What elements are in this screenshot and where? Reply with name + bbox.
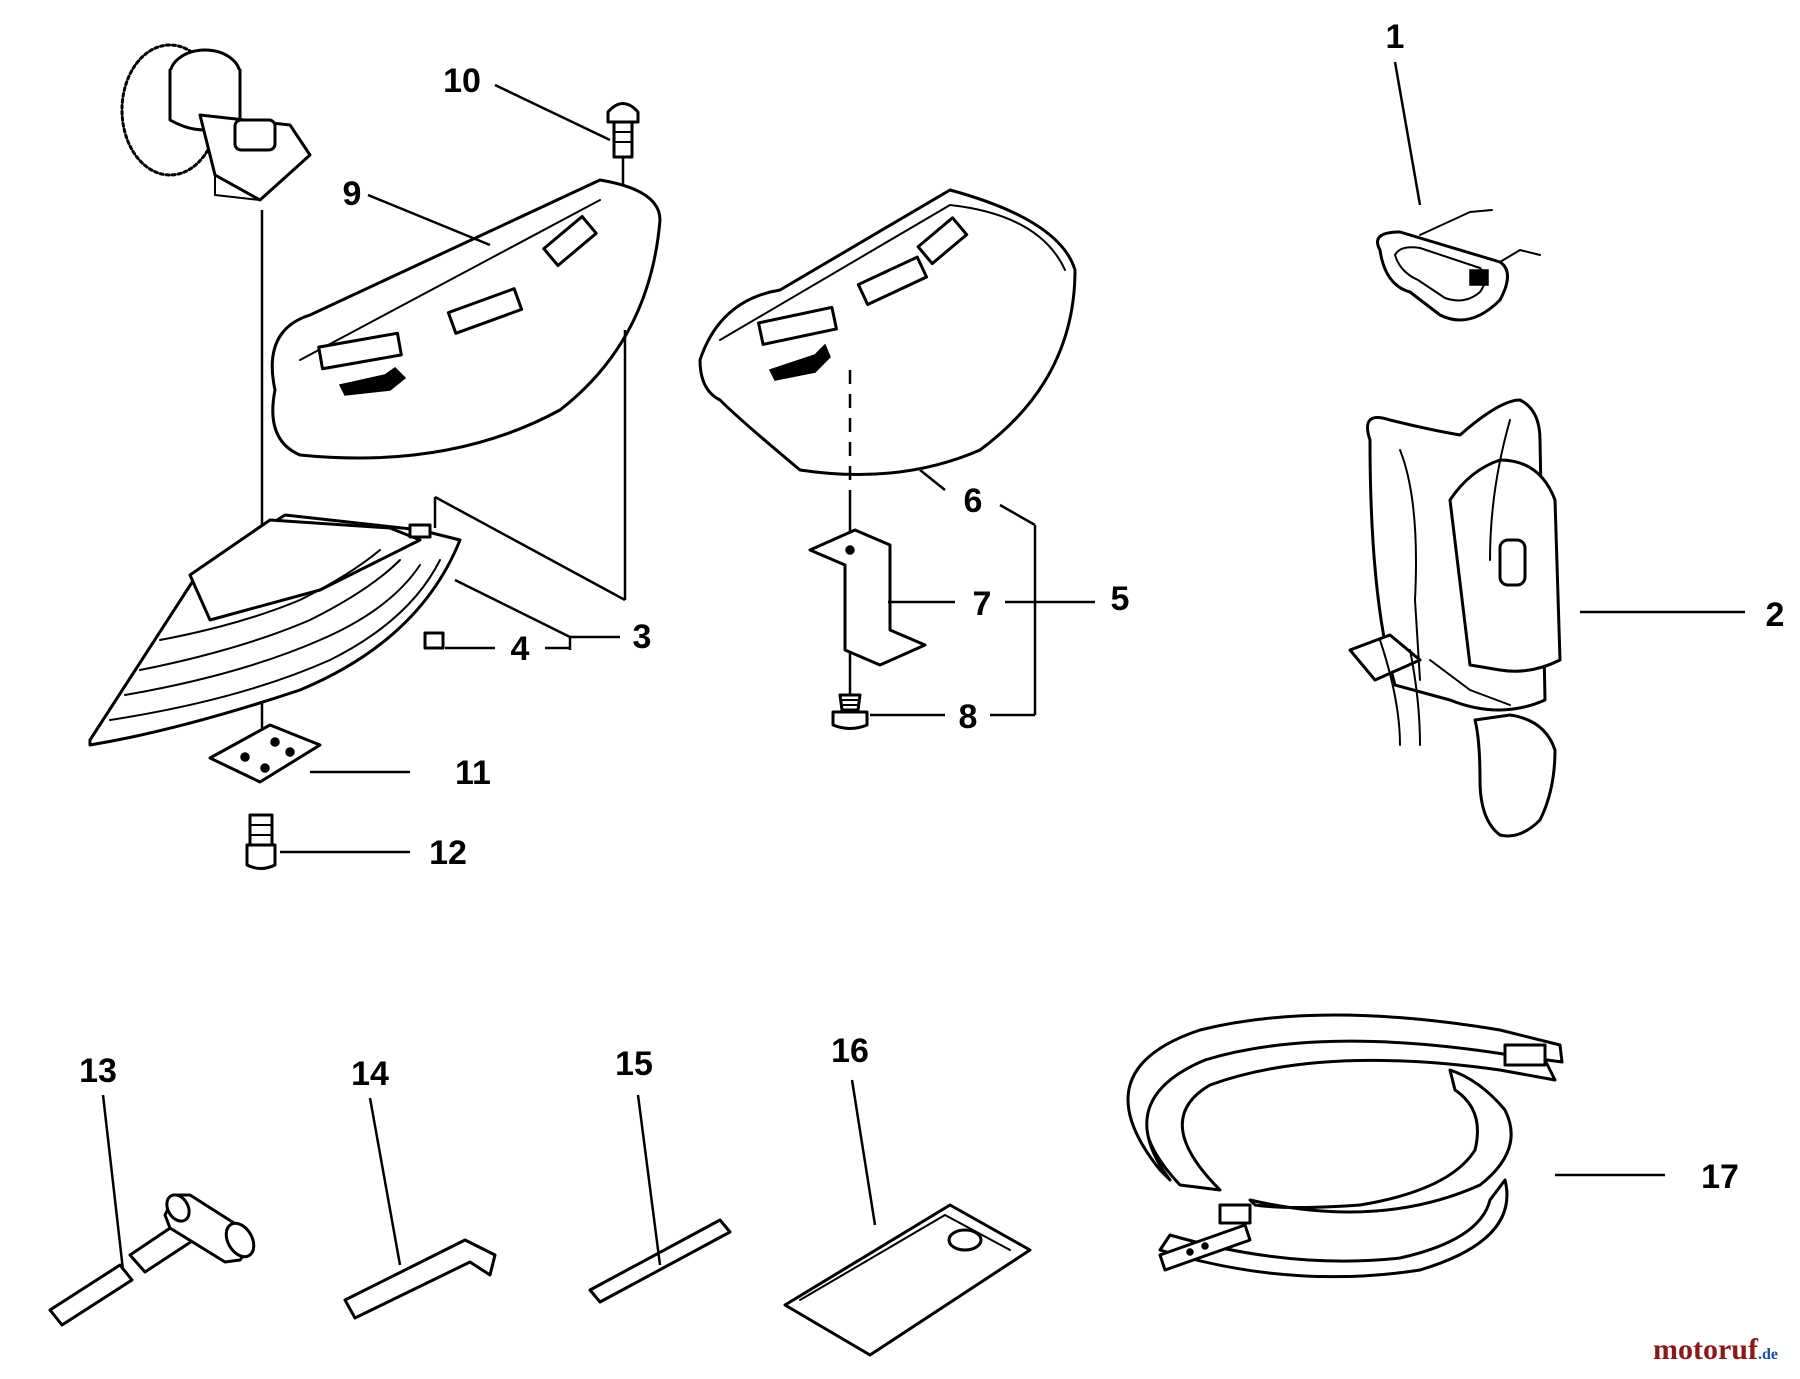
plate-part-11	[208, 723, 322, 784]
callout-10: 10	[443, 62, 481, 100]
nut-part-4	[423, 631, 445, 650]
callout-9: 9	[343, 175, 362, 213]
harness-part-2	[1348, 398, 1562, 838]
callout-1: 1	[1386, 18, 1405, 56]
leader-lines	[101, 61, 1745, 1271]
callout-6: 6	[964, 482, 983, 520]
pouch-part-16	[783, 1203, 1032, 1357]
callout-3: 3	[633, 618, 652, 656]
callout-14: 14	[351, 1055, 389, 1093]
callout-17: 17	[1701, 1158, 1739, 1196]
guard-cover-part-9	[270, 178, 662, 460]
lower-guard-part-3	[88, 513, 462, 747]
bolt-part-12	[245, 813, 277, 870]
wrench-part-13	[48, 1193, 256, 1327]
callout-15: 15	[615, 1045, 653, 1083]
guard-part-6	[698, 188, 1077, 476]
hex-key-part-14	[343, 1238, 497, 1320]
callout-7: 7	[973, 585, 992, 623]
goggles-part-1	[1376, 209, 1541, 322]
callout-2: 2	[1766, 596, 1785, 634]
callout-5: 5	[1111, 580, 1130, 618]
bolt-part-10	[606, 102, 640, 159]
callout-4: 4	[511, 630, 530, 668]
callout-13: 13	[79, 1052, 117, 1090]
callout-8: 8	[959, 698, 978, 736]
gear-head	[120, 43, 312, 202]
callout-numbers: 1 2 3 4 5 6 7 8 9 10 11 12 13 14 15 16 1…	[79, 18, 1784, 1196]
screw-part-8	[831, 693, 869, 730]
watermark-suffix: .de	[1758, 1346, 1778, 1363]
callout-11: 11	[455, 754, 491, 792]
callout-16: 16	[831, 1032, 869, 1070]
watermark-logo: motoruf.de	[1653, 1333, 1778, 1367]
callout-12: 12	[429, 834, 467, 872]
ring-guard-part-17	[1126, 1013, 1564, 1279]
bracket-part-7	[808, 528, 927, 667]
watermark-main: motoruf	[1653, 1333, 1758, 1366]
